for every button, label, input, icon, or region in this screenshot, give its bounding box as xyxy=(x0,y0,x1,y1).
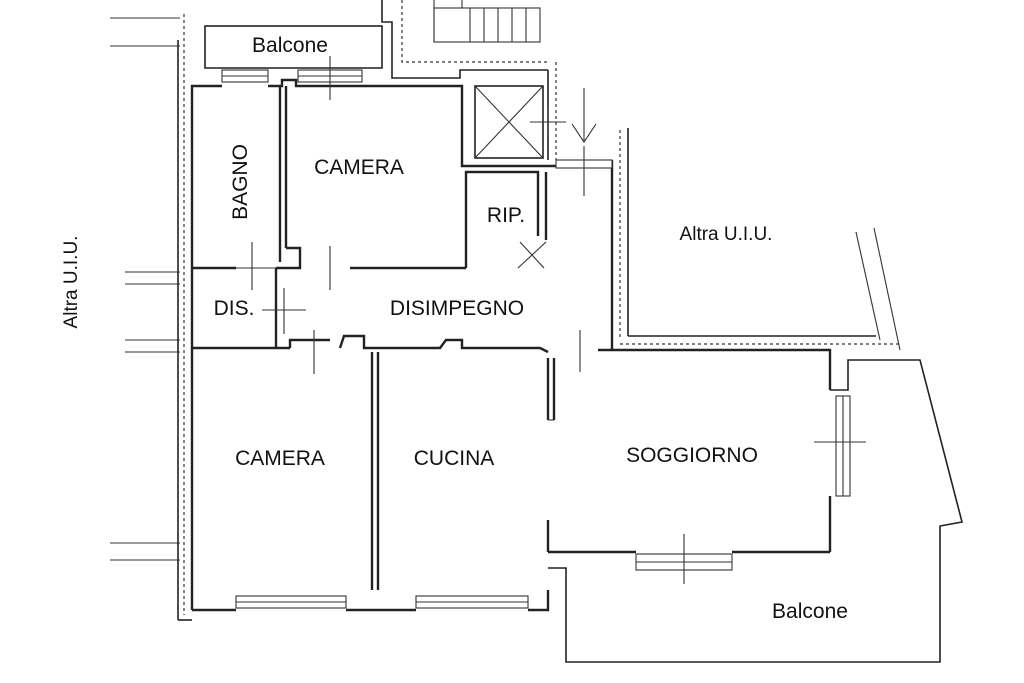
door-marks xyxy=(236,56,866,584)
left-neighbor-label: Altra U.I.U. xyxy=(61,236,82,329)
right-neighbor-boundary xyxy=(855,227,901,351)
rip-label: RIP. xyxy=(487,204,525,227)
top-balcony-label: Balcone xyxy=(252,34,328,57)
camera-bottom-label: CAMERA xyxy=(235,447,325,470)
stairwell xyxy=(381,0,557,160)
entrance-arrow-icon xyxy=(571,88,597,143)
bottom-balcony-label: Balcone xyxy=(772,600,848,623)
right-neighbor-label: Altra U.I.U. xyxy=(680,224,773,245)
interior-walls xyxy=(192,86,556,590)
outer-walls xyxy=(190,78,900,612)
top-balcony xyxy=(204,25,383,69)
bagno-label: BAGNO xyxy=(229,144,252,220)
windows xyxy=(221,69,851,609)
soggiorno-label: SOGGIORNO xyxy=(626,444,758,467)
disimpegno-label: DISIMPEGNO xyxy=(390,297,524,320)
living-room-bay xyxy=(546,359,963,663)
dis-label: DIS. xyxy=(214,297,255,320)
left-neighbor-boundary xyxy=(110,14,192,621)
elevator-shaft xyxy=(474,85,566,159)
cucina-label: CUCINA xyxy=(414,447,495,470)
camera-top-label: CAMERA xyxy=(314,156,404,179)
